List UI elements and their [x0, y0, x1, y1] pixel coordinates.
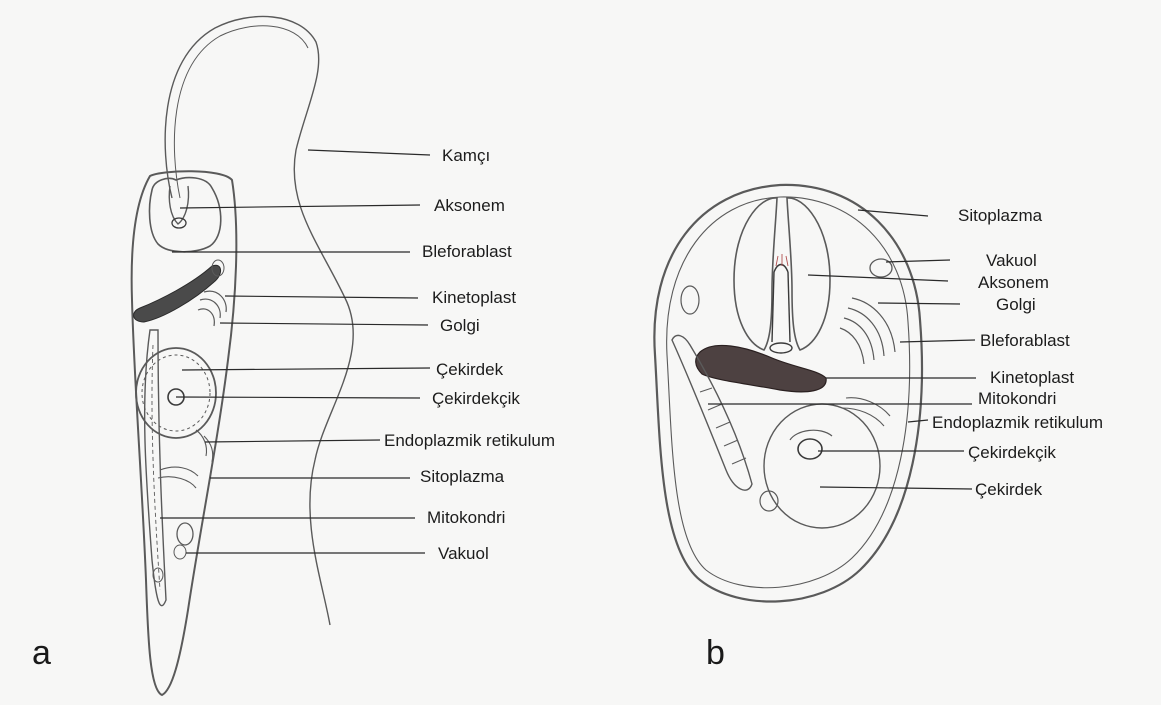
- b-label-blepharoplast: Bleforablast: [980, 331, 1070, 350]
- a-cell-body: [132, 171, 237, 695]
- a-mitochondrion: [145, 330, 166, 606]
- b-label-nucleolus: Çekirdekçik: [968, 443, 1056, 462]
- a-panel-letter: a: [32, 634, 51, 672]
- panel-b: Sitoplazma Vakuol Aksonem Golgi Bleforab…: [654, 185, 1103, 672]
- b-kinetoplast: [696, 345, 826, 391]
- a-label-blepharoplast: Bleforablast: [422, 242, 512, 261]
- b-label-mitochondrion: Mitokondri: [978, 389, 1056, 408]
- a-label-er: Endoplazmik retikulum: [384, 431, 555, 450]
- panel-a: Kamçı Aksonem Bleforablast Kinetoplast G…: [32, 16, 555, 695]
- a-label-nucleus: Çekirdek: [436, 360, 504, 379]
- b-label-er: Endoplazmik retikulum: [932, 413, 1103, 432]
- b-label-nucleus: Çekirdek: [975, 480, 1043, 499]
- b-label-cytoplasm: Sitoplazma: [958, 206, 1043, 225]
- a-label-cytoplasm: Sitoplazma: [420, 467, 505, 486]
- b-label-axoneme: Aksonem: [978, 273, 1049, 292]
- a-label-mitochondrion: Mitokondri: [427, 508, 505, 527]
- a-vacuole: [177, 523, 193, 545]
- b-golgi: [840, 298, 895, 364]
- a-label-flagellum: Kamçı: [442, 146, 490, 165]
- a-kinetoplast: [134, 265, 221, 322]
- b-label-kinetoplast: Kinetoplast: [990, 368, 1074, 387]
- a-leader-lines: [160, 150, 430, 553]
- b-panel-letter: b: [706, 634, 725, 672]
- b-label-golgi: Golgi: [996, 295, 1036, 314]
- b-axoneme: [772, 265, 790, 343]
- a-label-axoneme: Aksonem: [434, 196, 505, 215]
- a-er: [158, 430, 213, 488]
- b-nucleolus: [798, 439, 822, 459]
- b-label-vacuole: Vakuol: [986, 251, 1037, 270]
- a-golgi: [198, 291, 226, 326]
- b-nucleus: [764, 404, 880, 528]
- a-nucleus: [136, 348, 216, 438]
- a-label-vacuole: Vakuol: [438, 544, 489, 563]
- a-label-nucleolus: Çekirdekçik: [432, 389, 520, 408]
- b-flagellar-pocket: [734, 198, 777, 350]
- a-label-kinetoplast: Kinetoplast: [432, 288, 516, 307]
- a-label-golgi: Golgi: [440, 316, 480, 335]
